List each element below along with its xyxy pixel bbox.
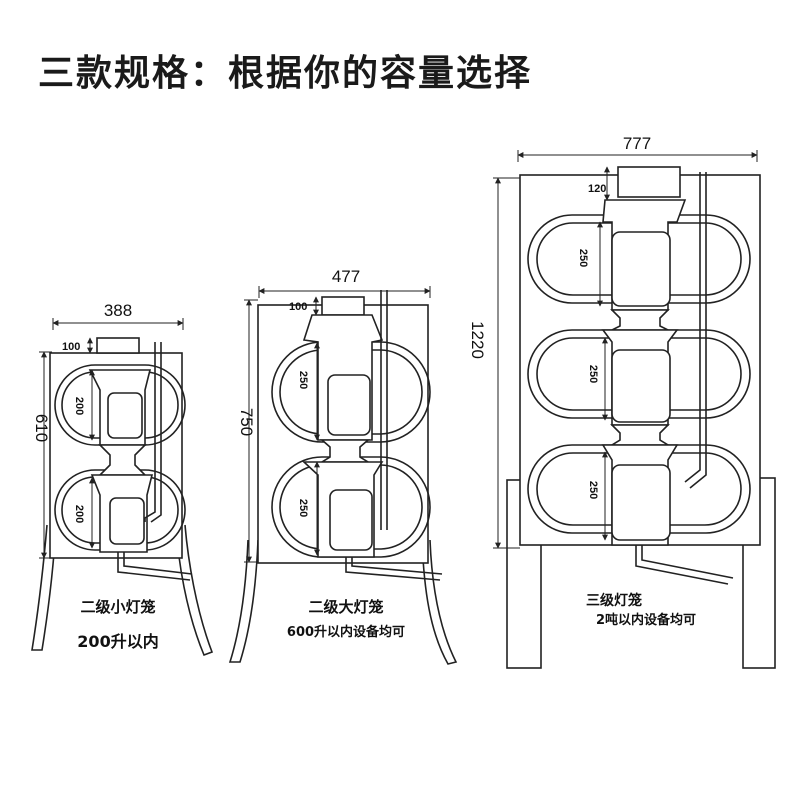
- left-leg: [31, 524, 57, 651]
- neck: [321, 296, 365, 316]
- chamber-1-label: 250: [297, 371, 309, 389]
- page-title: 三款规格：根据你的容量选择: [38, 53, 533, 94]
- model-large-two-stage: 477 750 100 250 250 二级大灯笼 600升以内设备均可: [228, 267, 458, 665]
- chamber-1-label: 200: [73, 397, 85, 415]
- width-label: 388: [104, 301, 132, 320]
- height-label: 610: [32, 414, 51, 442]
- model-capacity: 2吨以内设备均可: [596, 612, 696, 628]
- height-label: 750: [237, 408, 256, 436]
- chamber-2-label: 250: [297, 499, 309, 517]
- width-label: 777: [623, 134, 651, 153]
- chamber-3-label: 250: [587, 481, 599, 499]
- model-name: 三级灯笼: [586, 592, 642, 609]
- right-leg: [421, 539, 458, 665]
- neck-label: 120: [588, 183, 606, 195]
- chamber-2-label: 250: [587, 365, 599, 383]
- model-capacity: 200升以内: [77, 632, 158, 651]
- model-capacity: 600升以内设备均可: [287, 624, 405, 640]
- neck-label: 100: [62, 341, 80, 353]
- neck: [96, 337, 140, 354]
- chamber-2-label: 200: [73, 505, 85, 523]
- model-three-stage: 777 1220 120 250 250 250 三级灯笼 2吨以内设备均可: [468, 134, 776, 669]
- neck-label: 100: [289, 301, 307, 313]
- right-leg: [175, 524, 214, 657]
- model-name: 二级大灯笼: [308, 598, 383, 616]
- model-name: 二级小灯笼: [80, 598, 155, 616]
- width-label: 477: [332, 267, 360, 286]
- height-label: 1220: [468, 321, 487, 359]
- neck: [617, 166, 681, 198]
- chamber-1-label: 250: [577, 249, 589, 267]
- model-small-two-stage: 388 610 100 200 200 二级小灯笼 200升以内: [31, 301, 214, 657]
- left-leg: [228, 539, 259, 663]
